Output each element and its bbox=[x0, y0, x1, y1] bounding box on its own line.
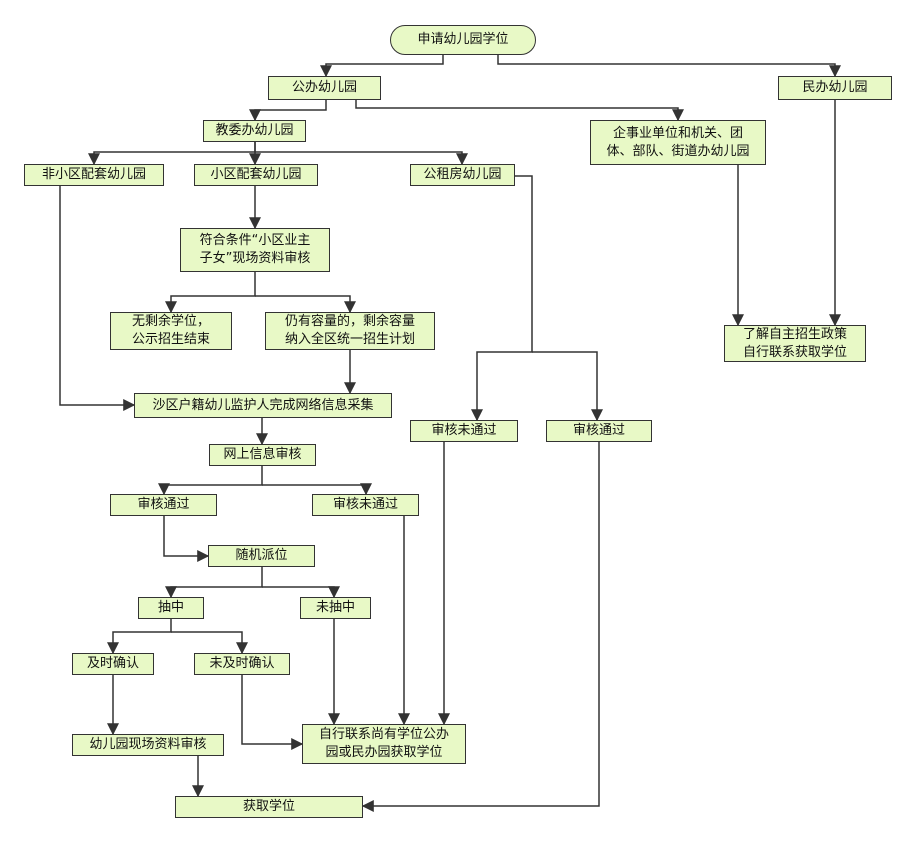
connector-online-review-to-pass-a bbox=[158, 466, 263, 496]
node-nonres: 非小区配套幼儿园 bbox=[24, 164, 164, 186]
connector-rental-to-pass bbox=[532, 351, 603, 422]
node-no-spots: 无剩余学位， 公示招生结束 bbox=[110, 312, 232, 350]
connector-rental-to-branch bbox=[471, 175, 533, 422]
connector-not-confirm-to-self-contact bbox=[241, 675, 304, 750]
connector-rental-pass-to-get-spot bbox=[361, 442, 600, 812]
node-not-drawn: 未抽中 bbox=[300, 597, 371, 619]
connector-public-to-edu bbox=[249, 100, 327, 122]
connector-lottery-to-drawn bbox=[165, 567, 263, 599]
node-confirm: 及时确认 bbox=[72, 653, 154, 675]
node-not-confirm: 未及时确认 bbox=[194, 653, 290, 675]
node-fail-a: 审核未通过 bbox=[312, 494, 419, 516]
node-res: 小区配套幼儿园 bbox=[194, 164, 318, 186]
node-collect: 沙区户籍幼儿监护人完成网络信息采集 bbox=[134, 393, 392, 418]
connector-edu-to-nonres bbox=[88, 142, 256, 166]
node-enterprise: 企事业单位和机关、团 体、部队、街道办幼儿园 bbox=[590, 120, 766, 165]
node-has-spots: 仍有容量的，剩余容量 纳入全区统一招生计划 bbox=[265, 312, 435, 350]
node-private: 民办幼儿园 bbox=[778, 76, 892, 100]
node-public: 公办幼儿园 bbox=[268, 76, 381, 100]
node-pass-a: 审核通过 bbox=[110, 494, 217, 516]
node-online-review: 网上信息审核 bbox=[209, 444, 316, 466]
node-lottery: 随机派位 bbox=[208, 545, 315, 567]
connector-drawn-to-confirm bbox=[107, 619, 172, 655]
connector-edu-to-rental bbox=[255, 151, 468, 166]
node-owner-check: 符合条件“小区业主 子女”现场资料审核 bbox=[180, 228, 330, 272]
node-rental-pass: 审核通过 bbox=[546, 420, 652, 442]
node-rental-fail: 审核未通过 bbox=[410, 420, 518, 442]
node-self-contact: 自行联系尚有学位公办 园或民办园获取学位 bbox=[302, 724, 466, 764]
node-apply: 申请幼儿园学位 bbox=[390, 25, 536, 55]
connector-lottery-to-not-drawn bbox=[262, 586, 340, 599]
node-drawn: 抽中 bbox=[138, 597, 204, 619]
connector-owner-check-to-no-spots bbox=[165, 272, 256, 314]
node-edu: 教委办幼儿园 bbox=[203, 120, 306, 142]
connector-apply-to-public bbox=[320, 55, 444, 78]
connector-apply-to-private bbox=[497, 55, 841, 78]
connector-drawn-to-not-confirm bbox=[171, 631, 248, 655]
node-rental: 公租房幼儿园 bbox=[410, 164, 515, 186]
connector-pass-a-to-lottery bbox=[163, 516, 210, 562]
node-self-policy: 了解自主招生政策 自行联系获取学位 bbox=[724, 325, 866, 362]
connector-public-to-enterprise bbox=[355, 100, 684, 122]
connector-owner-check-to-has-spots bbox=[255, 295, 356, 314]
connector-nonres-to-collect bbox=[59, 186, 136, 411]
node-get-spot: 获取学位 bbox=[175, 796, 363, 818]
node-onsite-review: 幼儿园现场资料审核 bbox=[72, 734, 224, 756]
connector-online-review-to-fail-a bbox=[262, 483, 372, 496]
